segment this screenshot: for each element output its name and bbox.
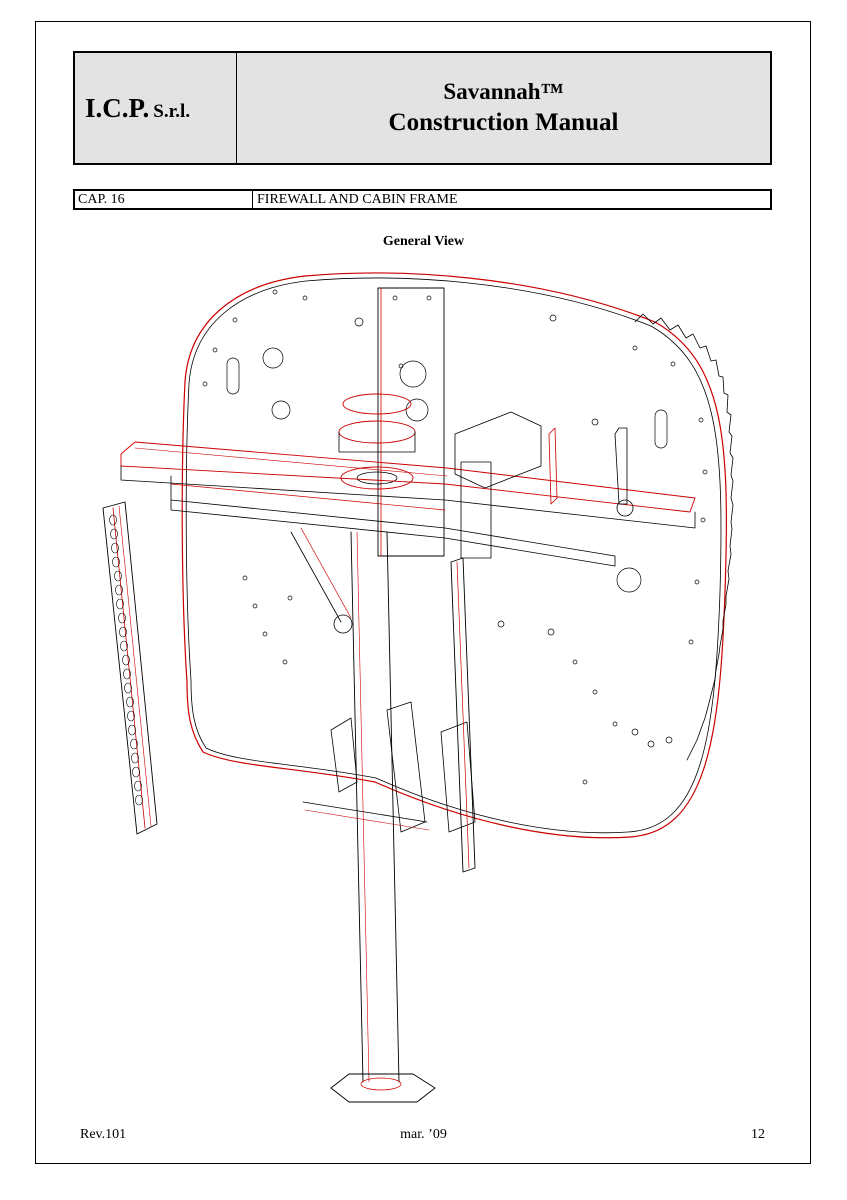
revision-date: mar. ’09 (400, 1127, 447, 1142)
firewall-frame-drawing (102, 272, 734, 1103)
company-name: I.C.P. S.r.l. (85, 93, 190, 124)
struts-and-pedals (290, 527, 476, 833)
firewall-panel (181, 272, 734, 839)
manual-title: Construction Manual (388, 109, 619, 136)
company-suffix: S.r.l. (153, 100, 191, 122)
chapter-number: CAP. 16 (75, 191, 253, 208)
view-title: General View (382, 234, 465, 249)
document-header: I.C.P. S.r.l. Savannah™ Construction Man… (73, 51, 772, 165)
revision-label: Rev.101 (80, 1127, 127, 1142)
left-channel (102, 501, 158, 835)
title-cell: Savannah™ Construction Manual (237, 53, 770, 163)
page-border (35, 21, 811, 1164)
right-strip (450, 557, 476, 873)
product-name: Savannah™ (443, 79, 564, 104)
company-cell: I.C.P. S.r.l. (75, 53, 237, 163)
vertical-plate (377, 287, 445, 557)
central-column (330, 531, 436, 1103)
horizontal-beam (120, 441, 696, 567)
chapter-bar: CAP. 16 FIREWALL AND CABIN FRAME (73, 189, 772, 210)
page-number: 12 (751, 1127, 765, 1142)
right-brackets (454, 411, 634, 559)
control-cups (338, 393, 416, 490)
company-main: I.C.P. (85, 92, 150, 123)
chapter-title: FIREWALL AND CABIN FRAME (257, 192, 458, 207)
